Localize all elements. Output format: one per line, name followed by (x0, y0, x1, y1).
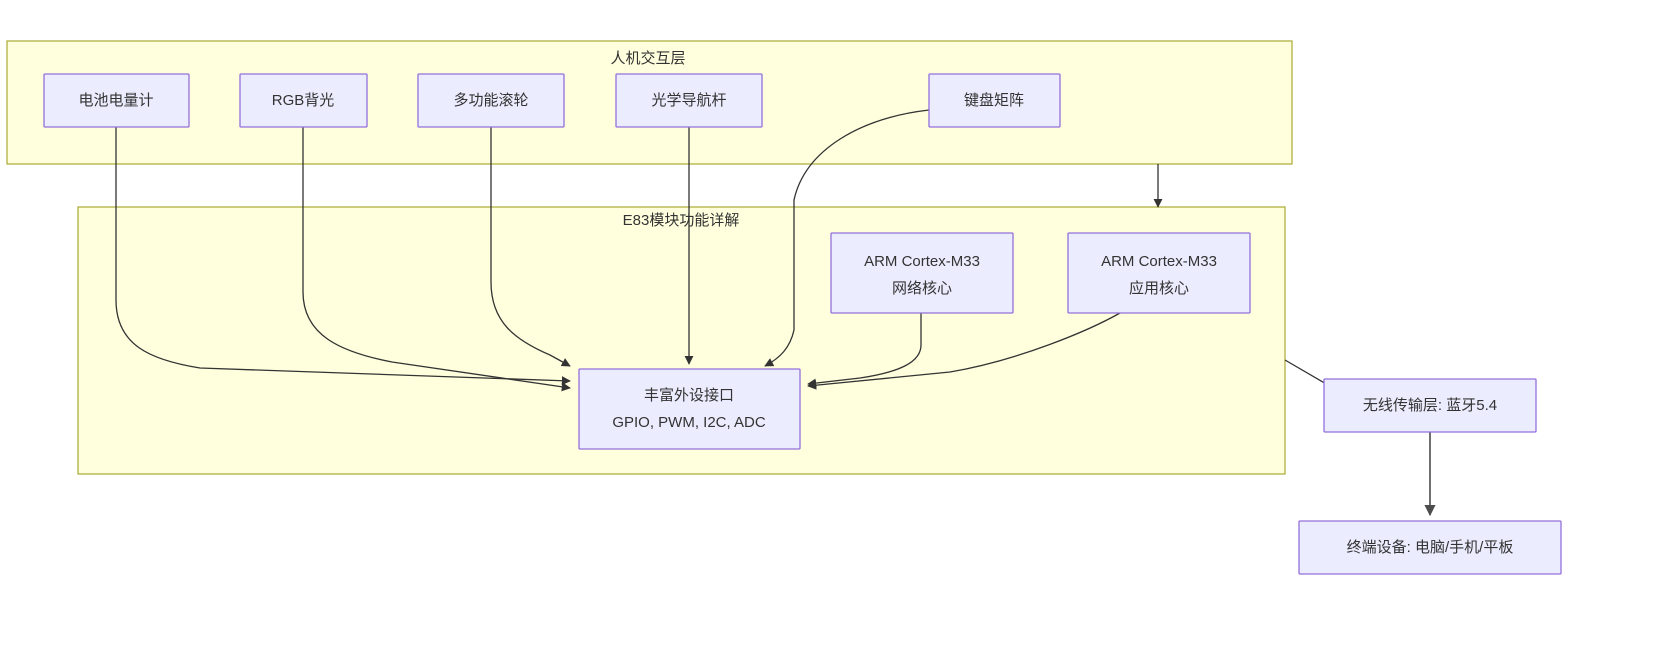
cluster-hmi-label: 人机交互层 (610, 49, 685, 67)
node-rgb-rect[interactable] (239, 73, 368, 128)
node-keyboard[interactable]: 键盘矩阵 (928, 73, 1061, 128)
node-battery-rect[interactable] (43, 73, 190, 128)
node-core-app-label-line2: 应用核心 (1129, 279, 1189, 297)
node-core-net-rect[interactable] (830, 232, 1014, 314)
edge-wheel-to-periph (490, 127, 571, 367)
edge-corenet-to-periph (807, 313, 922, 388)
node-peripheral-rect[interactable] (578, 368, 801, 450)
node-optical-rect[interactable] (615, 73, 763, 128)
node-core-app-rect[interactable] (1067, 232, 1251, 314)
node-wireless-label: 无线传输层: 蓝牙5.4 (1363, 397, 1497, 414)
node-rgb-label: RGB背光 (272, 92, 335, 109)
node-keyboard-rect[interactable] (928, 73, 1061, 128)
node-wheel[interactable]: 多功能滚轮 (417, 73, 565, 128)
node-keyboard-label: 键盘矩阵 (964, 91, 1024, 109)
node-core-net[interactable]: ARM Cortex-M33 网络核心 (830, 232, 1014, 314)
node-rgb[interactable]: RGB背光 (239, 73, 368, 128)
node-battery-label: 电池电量计 (78, 92, 153, 109)
node-wheel-rect[interactable] (417, 73, 565, 128)
node-battery[interactable]: 电池电量计 (43, 73, 190, 128)
edge-keyboard-to-periph (764, 109, 930, 367)
node-terminal-label: 终端设备: 电脑/手机/平板 (1347, 538, 1514, 556)
node-terminal[interactable]: 终端设备: 电脑/手机/平板 (1298, 520, 1562, 575)
edge-battery-to-periph (115, 127, 571, 386)
node-core-net-label-line2: 网络核心 (892, 280, 952, 297)
node-wireless-rect[interactable] (1323, 378, 1537, 433)
node-core-net-label-line1: ARM Cortex-M33 (864, 253, 980, 270)
node-peripheral-interface[interactable]: 丰富外设接口 GPIO, PWM, I2C, ADC (578, 368, 801, 450)
node-optical-label: 光学导航杆 (651, 92, 726, 109)
edge-group (115, 109, 1436, 517)
cluster-e83-label: E83模块功能详解 (623, 212, 740, 229)
edge-coreapp-to-periph (807, 312, 1121, 390)
edge-rgb-to-periph (302, 127, 571, 392)
node-core-app-label-line1: ARM Cortex-M33 (1101, 253, 1217, 270)
node-peripheral-label-line1: 丰富外设接口 (644, 386, 734, 404)
node-wireless[interactable]: 无线传输层: 蓝牙5.4 (1323, 378, 1537, 433)
node-core-app[interactable]: ARM Cortex-M33 应用核心 (1067, 232, 1251, 314)
node-terminal-rect[interactable] (1298, 520, 1562, 575)
node-wheel-label: 多功能滚轮 (453, 92, 528, 109)
node-peripheral-label-line2: GPIO, PWM, I2C, ADC (612, 414, 766, 431)
node-optical[interactable]: 光学导航杆 (615, 73, 763, 128)
